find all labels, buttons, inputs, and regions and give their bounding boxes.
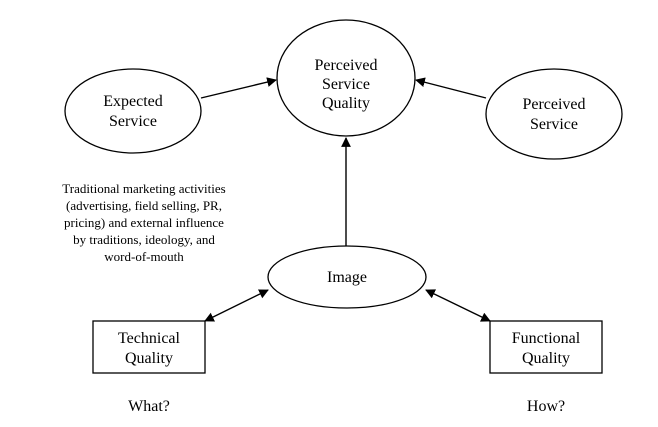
perceived-service-label-line-1: Perceived <box>522 96 585 113</box>
functional-quality-label-line-2: Quality <box>522 350 570 367</box>
influences-note: Traditional marketing activities (advert… <box>62 181 225 264</box>
functional-quality-label-line-1: Functional <box>512 330 581 347</box>
technical-quality-label-line-1: Technical <box>118 330 181 347</box>
influences-note-line-4: by traditions, ideology, and <box>73 232 215 247</box>
node-image: Image <box>267 245 427 309</box>
perceived-service-quality-label-line-2: Service <box>322 76 370 93</box>
what-question: What? <box>128 398 170 415</box>
arrow-image-technical-quality <box>204 289 269 322</box>
image-label: Image <box>327 269 367 286</box>
expected-service-label-line-1: Expected <box>103 93 163 110</box>
arrow-perceived-service-to-quality <box>415 77 487 99</box>
perceived-service-quality-label-line-3: Quality <box>322 95 370 112</box>
influences-note-line-2: (advertising, field selling, PR, <box>66 198 222 213</box>
influences-note-line-5: word-of-mouth <box>104 249 184 264</box>
node-technical-quality: Technical Quality <box>92 320 206 374</box>
influences-note-line-3: pricing) and external influence <box>64 215 224 230</box>
how-question: How? <box>527 398 565 415</box>
arrow-image-functional-quality <box>425 289 491 322</box>
influences-note-line-1: Traditional marketing activities <box>62 181 225 196</box>
node-expected-service: Expected Service <box>64 68 202 154</box>
perceived-service-label-line-2: Service <box>530 116 578 133</box>
perceived-service-quality-label-line-1: Perceived <box>314 57 377 74</box>
node-perceived-service: Perceived Service <box>485 68 623 160</box>
arrow-expected-to-perceived-quality <box>200 77 277 99</box>
node-functional-quality: Functional Quality <box>489 320 603 374</box>
technical-quality-label-line-2: Quality <box>125 350 173 367</box>
node-perceived-service-quality: Perceived Service Quality <box>276 19 416 137</box>
expected-service-label-line-2: Service <box>109 113 157 130</box>
